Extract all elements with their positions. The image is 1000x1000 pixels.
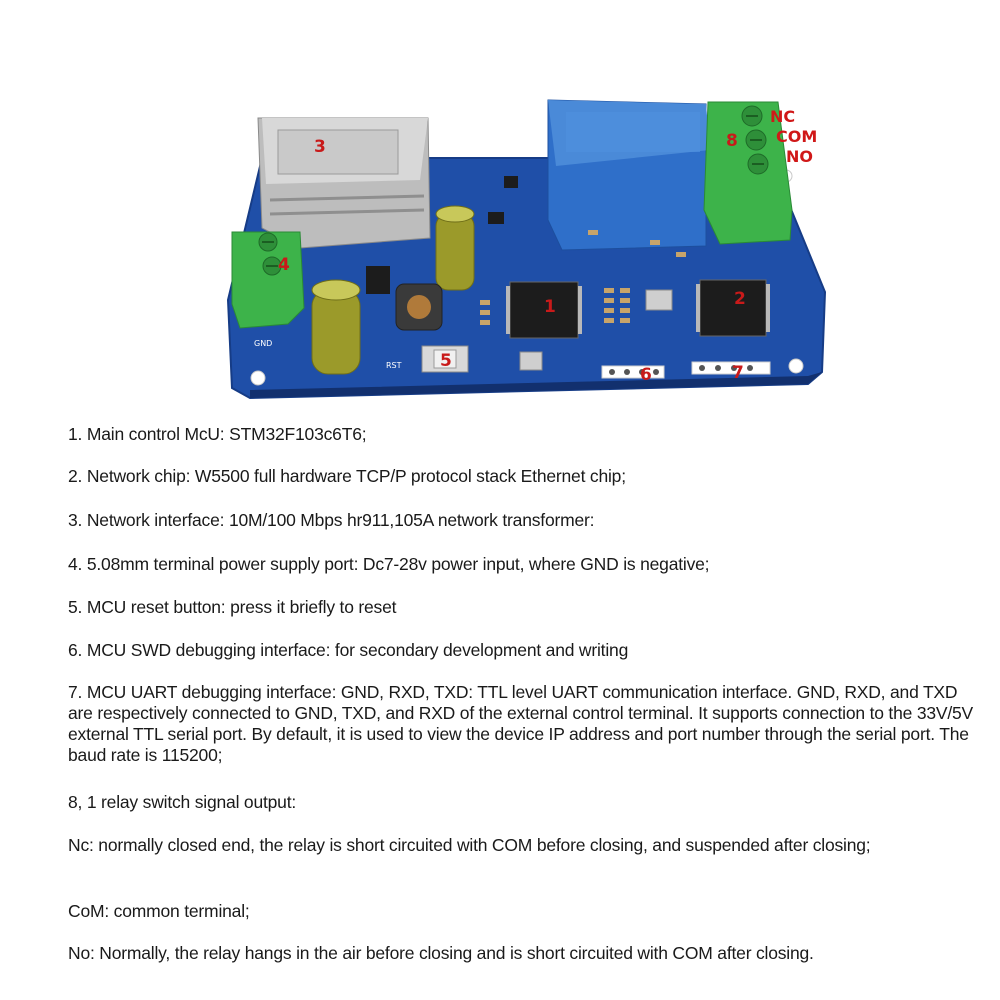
callout-5: 5 [440,351,452,371]
spec-item-5: 5. MCU reset button: press it briefly to… [68,597,397,617]
spec-item-8: 8, 1 relay switch signal output: [68,792,297,812]
relay-output-terminal [703,101,793,245]
pcb-board-illustration: GND RST 1 2 3 4 5 6 7 8 NC COM NO [226,99,827,400]
power-terminal [231,231,305,329]
callout-2: 2 [734,289,746,309]
spec-item-2: 2. Network chip: W5500 full hardware TCP… [68,466,626,486]
callout-7: 7 [732,363,744,383]
spec-item-no: No: Normally, the relay hangs in the air… [68,943,814,963]
callout-8: 8 [726,131,738,151]
spec-item-6: 6. MCU SWD debugging interface: for seco… [68,640,629,660]
spec-item-4: 4. 5.08mm terminal power supply port: Dc… [68,554,710,574]
terminal-com-label: COM [776,127,817,146]
relay [547,99,710,251]
silk-gnd: GND [254,339,272,348]
spec-item-3: 3. Network interface: 10M/100 Mbps hr911… [68,510,595,530]
product-photo: GND RST 1 2 3 4 5 6 7 8 NC COM NO [0,0,1000,410]
callout-4: 4 [278,255,290,275]
ethernet-port [257,117,431,249]
terminal-no-label: NO [786,147,813,166]
callout-1: 1 [544,297,556,317]
spec-item-1: 1. Main control McU: STM32F103c6T6; [68,424,367,444]
capacitor-large [311,279,361,375]
spec-item-nc: Nc: normally closed end, the relay is sh… [68,835,871,855]
spec-item-7: 7. MCU UART debugging interface: GND, RX… [68,682,974,765]
spec-item-com: CoM: common terminal; [68,901,250,921]
callout-6: 6 [640,365,652,385]
callout-3: 3 [314,137,326,157]
uart-header [691,361,771,375]
network-chip [696,279,770,337]
silk-rst: RST [386,361,402,370]
terminal-nc-label: NC [770,107,795,126]
mcu-chip [506,281,582,339]
capacitor-small [435,205,475,291]
reset-button [421,345,469,373]
swd-header [601,365,665,379]
